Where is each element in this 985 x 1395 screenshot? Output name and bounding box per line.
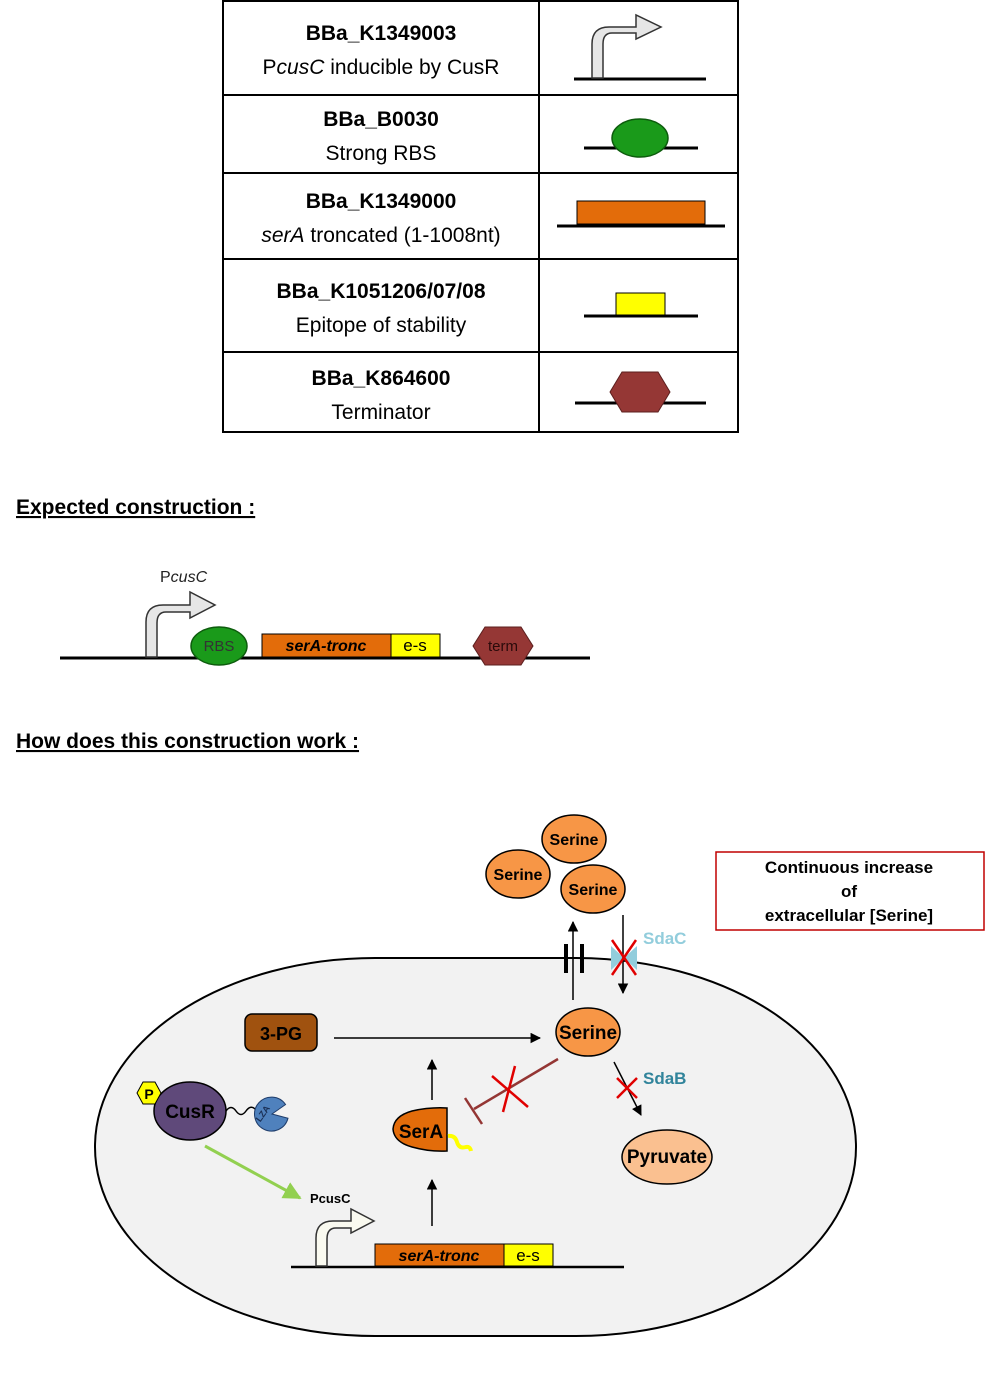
legend-row-description: PcusC inducible by CusR bbox=[263, 56, 500, 79]
phosphate-label: P bbox=[144, 1086, 153, 1102]
cds-box-icon bbox=[557, 200, 725, 228]
serine-label: Serine bbox=[550, 832, 599, 849]
serine-extracellular bbox=[560, 864, 626, 914]
legend-row-description: serA troncated (1-1008nt) bbox=[261, 224, 500, 247]
terminator-hexagon-icon bbox=[575, 371, 706, 413]
legend-row-description: Epitope of stability bbox=[296, 314, 467, 337]
gene-epitope-box bbox=[503, 1243, 554, 1267]
construct-terminator-label: term bbox=[488, 638, 518, 655]
lza-domain-icon bbox=[254, 1096, 289, 1132]
feedback-block-cross-icon bbox=[501, 1065, 517, 1113]
legend-row-id: BBa_B0030 bbox=[323, 108, 439, 131]
sdab-label: SdaB bbox=[643, 1069, 686, 1088]
3pg-label: 3-PG bbox=[260, 1024, 302, 1044]
legend-row-id: BBa_K1349000 bbox=[306, 190, 457, 213]
legend-row-description: Terminator bbox=[331, 401, 430, 424]
construct-terminator-hexagon bbox=[472, 626, 534, 666]
gene-cds-label: serA-tronc bbox=[399, 1248, 480, 1265]
phosphate-hexagon-icon bbox=[136, 1081, 162, 1105]
sdab-block-cross-icon bbox=[616, 1077, 638, 1099]
serine-extracellular bbox=[541, 814, 607, 864]
feedback-inhibition-line bbox=[473, 1057, 559, 1111]
sera-enzyme bbox=[392, 1107, 448, 1152]
expected-construction-heading: Expected construction : bbox=[16, 496, 255, 519]
cusr-activation-arrow bbox=[204, 1144, 302, 1200]
serine-label: Serine bbox=[569, 882, 618, 899]
promoter-arrow-icon bbox=[574, 13, 706, 81]
export-channel-bar bbox=[564, 944, 568, 973]
rbs-ellipse-icon bbox=[584, 118, 698, 158]
legend-table: BBa_K1349003 PcusC inducible by CusR BBa… bbox=[222, 0, 739, 433]
sdac-transporter-icon bbox=[611, 946, 624, 970]
expected-construct: PcusC RBS serA-tronc e-s term bbox=[60, 569, 590, 666]
serine-label: Serine bbox=[559, 1023, 617, 1044]
cusr-label: CusR bbox=[165, 1102, 215, 1123]
construct-promoter-label: PcusC bbox=[160, 569, 208, 586]
construct-cds-label: serA-tronc bbox=[286, 638, 367, 655]
cell-membrane bbox=[94, 957, 857, 1337]
pyruvate-label: Pyruvate bbox=[627, 1147, 707, 1168]
feedback-inhibition-bar bbox=[463, 1097, 484, 1125]
construct-rbs-label: RBS bbox=[204, 638, 235, 655]
how-it-works-heading: How does this construction work : bbox=[16, 730, 359, 753]
sera-label: SerA bbox=[399, 1122, 444, 1143]
note-line: Continuous increase bbox=[765, 858, 933, 877]
note-line: extracellular [Serine] bbox=[765, 906, 933, 925]
legend-row-id: BBa_K1349003 bbox=[306, 22, 457, 45]
pcusc-label: PcusC bbox=[310, 1191, 351, 1206]
legend-row-id: BBa_K864600 bbox=[312, 367, 451, 390]
construct-epitope-label: e-s bbox=[403, 636, 427, 655]
construct-promoter-arrow-icon bbox=[145, 590, 217, 658]
sera-epitope-tag-icon bbox=[447, 1133, 473, 1152]
export-channel-bar bbox=[580, 944, 584, 973]
construct-epitope-box bbox=[390, 633, 441, 658]
serine-label: Serine bbox=[494, 867, 543, 884]
note-box bbox=[715, 851, 985, 931]
epitope-box-icon bbox=[584, 292, 698, 318]
cusr-linker bbox=[225, 1106, 257, 1116]
sdac-block-cross-icon bbox=[610, 939, 638, 976]
sdac-transporter-icon bbox=[624, 946, 637, 970]
serine-extracellular bbox=[485, 849, 551, 899]
gene-promoter-arrow-icon bbox=[315, 1207, 376, 1267]
legend-row-id: BBa_K1051206/07/08 bbox=[277, 280, 486, 303]
feedback-block-cross-icon bbox=[491, 1075, 529, 1108]
gene-epitope-label: e-s bbox=[516, 1246, 540, 1265]
serine-intracellular bbox=[555, 1007, 621, 1057]
note-line: of bbox=[841, 882, 857, 901]
3pg-box bbox=[244, 1013, 318, 1052]
construct-rbs-ellipse bbox=[190, 626, 248, 666]
sdac-label: SdaC bbox=[643, 929, 686, 948]
pyruvate-ellipse bbox=[621, 1129, 713, 1185]
legend-row-description: Strong RBS bbox=[326, 142, 437, 165]
